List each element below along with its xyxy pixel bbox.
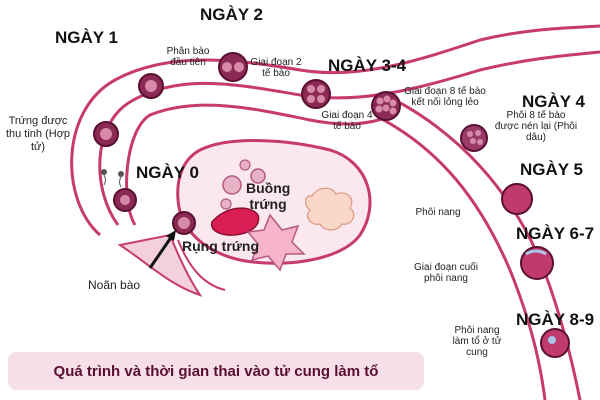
sperm-head: [101, 169, 107, 175]
implanting-blastocyst: [540, 328, 570, 358]
uterus-wall-outer: [379, 116, 547, 400]
caption-banner: Quá trình và thời gian thai vào tử cung …: [8, 352, 424, 390]
ovary-label: Buồng trứng: [246, 180, 291, 212]
day-5-label: NGÀY 5: [520, 160, 583, 179]
ovulation-label: Rụng trứng: [182, 238, 260, 254]
day-8-9-label: NGÀY 8-9: [516, 310, 595, 329]
day-4-label: NGÀY 4: [522, 92, 585, 111]
follicle: [220, 198, 232, 210]
implantation-label: Phôi nang làm tổ ở tử cung: [452, 325, 502, 358]
tube-outer-wall: [70, 24, 600, 237]
infundibulum: [117, 233, 203, 297]
two-cell-label: Giai đoạn 2 tế bào: [250, 57, 302, 79]
two-cell-embryo: [218, 52, 248, 82]
morula: [460, 124, 488, 152]
day-0-label: NGÀY 0: [136, 163, 199, 182]
corpus-albicans: [246, 213, 306, 272]
day-3-4-label: NGÀY 3-4: [328, 56, 407, 75]
late-blastocyst-label: Giai đoạn cuối phôi nang: [414, 262, 478, 284]
follicle: [250, 168, 266, 184]
follicle: [239, 159, 251, 171]
sperm-head: [118, 171, 124, 177]
four-cell-embryo: [301, 79, 331, 109]
tube-inner-curve: [125, 103, 386, 226]
ruptured-follicle: [210, 207, 260, 236]
morula-label: Phôi 8 tế bào được nén lại (Phôi dâu): [494, 110, 578, 143]
day-2-label: NGÀY 2: [200, 5, 263, 24]
oocyte-arrow: [148, 235, 174, 269]
blastocyst-day5: [501, 183, 533, 215]
day-6-7-label: NGÀY 6-7: [516, 224, 595, 243]
caption-text: Quá trình và thời gian thai vào tử cung …: [53, 362, 379, 380]
ovary-ligament: [177, 239, 226, 291]
four-cell-label: Giai đoạn 4 tế bào: [321, 110, 373, 132]
eight-cell-label: Giai đoạn 8 tế bào kết nối lỏng lẻo: [404, 86, 486, 108]
follicle: [222, 175, 242, 195]
fertilized-egg-label: Trứng được thụ tinh (Hợp tử): [5, 115, 71, 153]
blastocyst-label: Phôi nang: [415, 207, 461, 218]
corpus-luteum: [304, 187, 355, 231]
first-division-label: Phân bào đầu tiên: [166, 46, 210, 68]
day-1-label: NGÀY 1: [55, 28, 118, 47]
oocyte-label: Noãn bào: [88, 278, 141, 292]
